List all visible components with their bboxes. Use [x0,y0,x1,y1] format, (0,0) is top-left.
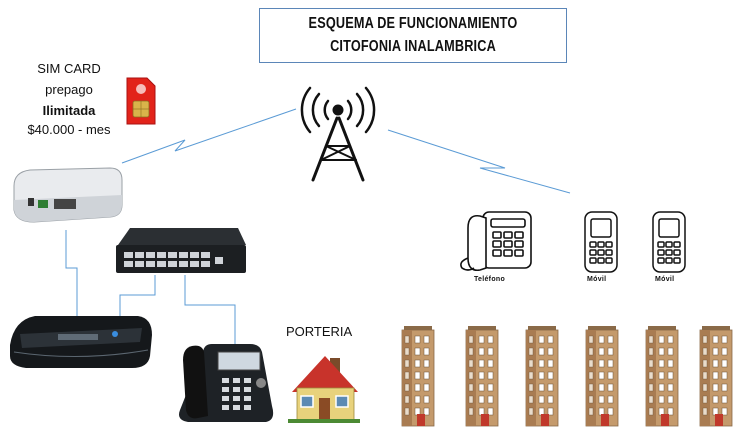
wire-switch-pbx [119,275,156,316]
tower-icon [300,86,376,182]
sim-price-label: $40.000 - mes [27,122,111,137]
sim-card-label: SIM CARD [37,61,101,76]
telefono-caption: Teléfono [474,276,506,283]
wire-switch-phone [184,275,236,345]
porteria-label: PORTERIA [286,324,353,339]
wireless-link-left [121,108,297,164]
building-icon [401,326,435,427]
sim-card-icon [126,77,156,125]
buildings-row [401,326,733,427]
wireless-link-right [387,129,571,194]
ip-pbx-icon [10,316,152,368]
movil-caption-1: Móvil [587,276,607,283]
movil-caption-2: Móvil [655,276,675,283]
mobile-phone-icon-2 [652,211,686,273]
sim-plan-label: prepago [45,82,93,97]
network-switch-icon [116,228,246,273]
sim-type-label: Ilimitada [42,103,96,118]
building-icon [465,326,499,427]
title-box: ESQUEMA DE FUNCIONAMIENTO CITOFONIA INAL… [259,8,567,63]
building-icon [585,326,619,427]
wire-gateway-pbx [65,230,78,316]
title-line-2: CITOFONIA INALAMBRICA [330,38,496,55]
building-icon [699,326,733,427]
link-lines [65,108,571,345]
house-icon [288,356,360,423]
gsm-gateway-icon [13,167,123,223]
ip-phone-icon [179,344,274,422]
desk-phone-icon [460,211,532,272]
title-line-1: ESQUEMA DE FUNCIONAMIENTO [308,15,518,32]
building-icon [525,326,559,427]
building-icon [645,326,679,427]
mobile-phone-icon [584,211,618,273]
